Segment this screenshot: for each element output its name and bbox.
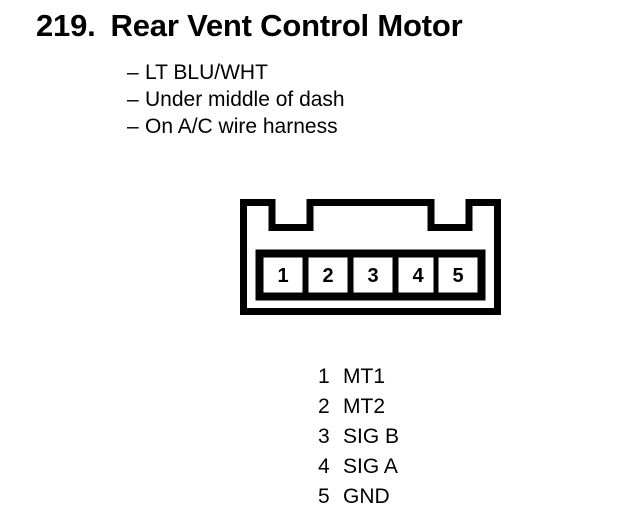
detail-row-location: –Under middle of dash [127,86,345,113]
pin-cell-group [258,252,483,298]
pin-cell-3 [348,252,398,298]
dash-marker-icon: – [127,88,139,111]
pin-label-3: 3 [367,265,378,287]
pin-label-5: 5 [452,265,463,287]
connector-diagram: 1 2 3 4 5 [240,199,501,315]
legend-row-1: 1 MT1 [318,362,399,392]
pin-label-1: 1 [277,265,288,287]
legend-pin-number-5: 5 [318,485,330,508]
legend-row-2: 2 MT2 [318,392,399,422]
legend-signal-4: SIG A [343,455,398,478]
connector-shell-outline [240,199,501,315]
legend-row-4: 4 SIG A [318,452,399,482]
legend-signal-3: SIG B [343,425,400,448]
legend-row-5: 5 GND [318,482,399,512]
legend-pin-number-1: 1 [318,365,330,388]
dash-marker-icon: – [127,115,139,138]
legend-signal-1: MT1 [343,365,385,388]
legend-signal-5: GND [343,485,390,508]
detail-list: –LT BLU/WHT –Under middle of dash –On A/… [127,59,345,140]
detail-text-wire-color: LT BLU/WHT [145,61,268,84]
legend-pin-number-2: 2 [318,395,330,418]
legend-pin-number-4: 4 [318,455,330,478]
pin-legend: 1 MT1 2 MT2 3 SIG B 4 SIG A 5 GND [318,362,399,512]
detail-text-location: Under middle of dash [145,88,345,111]
pin-label-4: 4 [412,265,424,287]
detail-row-harness: –On A/C wire harness [127,113,345,140]
page-title-text: Rear Vent Control Motor [110,8,463,43]
detail-text-harness: On A/C wire harness [145,115,338,138]
pin-cell-5 [433,252,483,298]
page-title-number: 219. [36,8,96,43]
pin-cell-1 [258,252,308,298]
legend-signal-2: MT2 [343,395,385,418]
legend-row-3: 3 SIG B [318,422,399,452]
pin-label-2: 2 [322,265,333,287]
legend-pin-number-3: 3 [318,425,330,448]
detail-row-wire-color: –LT BLU/WHT [127,59,345,86]
dash-marker-icon: – [127,61,139,84]
page-title: 219. Rear Vent Control Motor [36,8,463,43]
